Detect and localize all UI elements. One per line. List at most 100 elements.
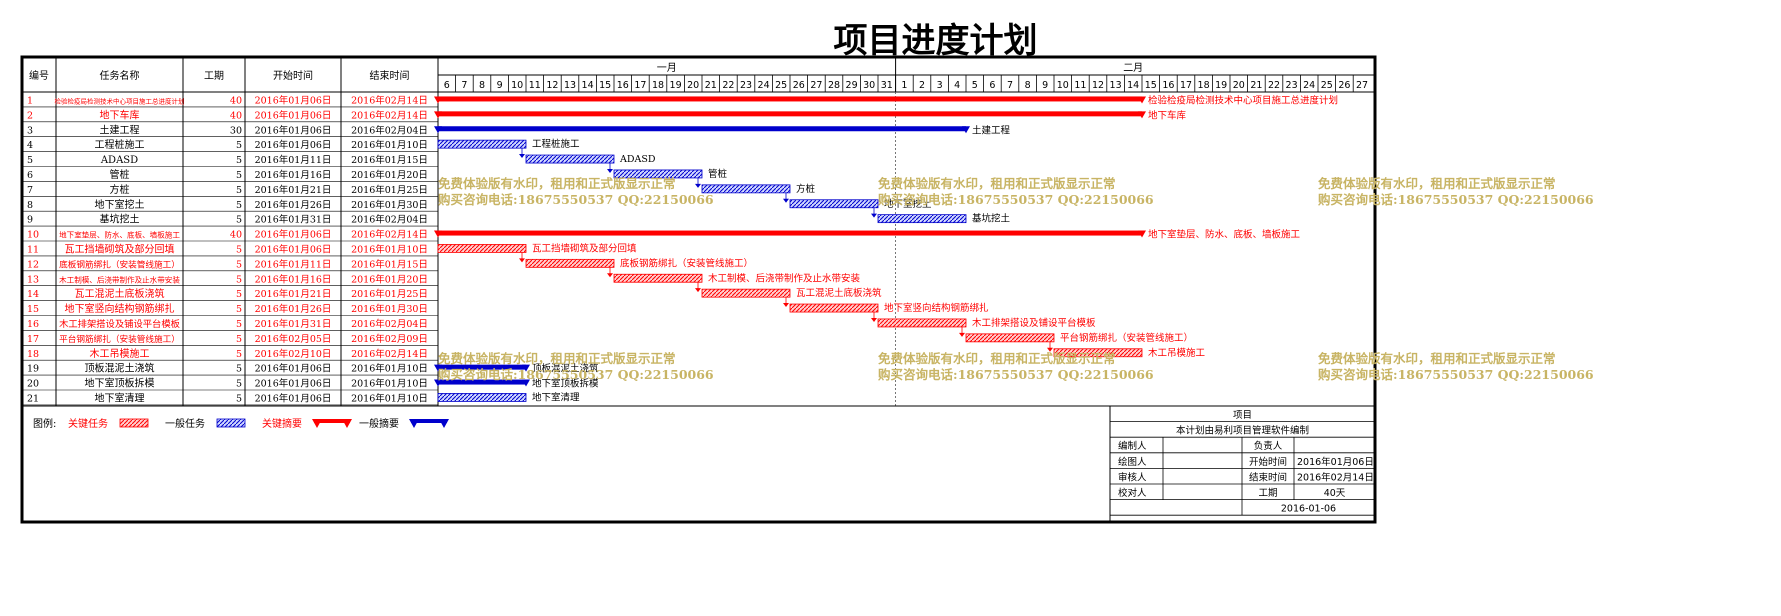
task-end: 2016年02月04日 (351, 214, 428, 226)
day-label: 25 (775, 80, 787, 91)
day-label: 2 (919, 80, 925, 91)
dependency-arrow (519, 258, 525, 263)
task-name: 瓦工挡墙砌筑及部分回填 (65, 242, 175, 255)
day-label: 12 (1092, 80, 1104, 91)
task-id: 21 (27, 393, 39, 404)
task-start: 2016年01月06日 (255, 94, 332, 106)
day-label: 6 (989, 80, 995, 91)
task-name: ADASD (100, 155, 138, 166)
task-bar (613, 169, 703, 179)
task-start: 2016年01月06日 (255, 378, 332, 390)
day-label: 28 (828, 80, 840, 91)
legend-swatch (314, 419, 350, 423)
bar-label: 平台钢筋绑扎（安装管线施工） (1060, 332, 1193, 344)
legend-swatch-cap (312, 419, 322, 428)
task-start: 2016年01月06日 (255, 229, 332, 241)
day-label: 7 (1007, 80, 1013, 91)
task-end: 2016年01月25日 (351, 184, 428, 196)
dependency-arrow (871, 317, 877, 322)
task-end: 2016年01月25日 (351, 288, 428, 300)
summary-bar (438, 364, 526, 370)
summary-cap-right (522, 379, 530, 387)
task-duration: 5 (236, 289, 242, 300)
day-label: 29 (846, 80, 858, 91)
day-label: 30 (863, 80, 875, 91)
day-label: 16 (1162, 80, 1174, 91)
info-end-value: 2016年02月14日 (1297, 471, 1374, 483)
task-start: 2016年01月31日 (255, 318, 332, 330)
task-end: 2016年01月20日 (351, 273, 428, 285)
summary-cap-right (522, 364, 530, 372)
task-name: 地下车库 (100, 108, 140, 121)
header-name: 任务名称 (100, 69, 140, 82)
info-editor-label: 编制人 (1118, 440, 1147, 452)
bar-label: 土建工程 (972, 124, 1011, 136)
task-id: 7 (27, 185, 33, 196)
bar-label: 地下室挖土 (884, 198, 932, 210)
task-id: 19 (27, 364, 39, 375)
day-label: 23 (740, 80, 752, 91)
dependency-arrow (695, 183, 701, 188)
bar-label: 顶板混泥土浇筑 (532, 363, 599, 375)
day-label: 19 (1215, 80, 1227, 91)
legend-swatch-cap (439, 419, 449, 428)
bar-label: 地下室竖向结构钢筋绑扎 (884, 302, 989, 314)
bar-label: 地下车库 (1148, 109, 1187, 121)
info-end-label: 结束时间 (1249, 471, 1287, 483)
task-bar (701, 288, 791, 298)
summary-cap-right (962, 126, 970, 134)
watermark-line2: 购买咨询电话:18675550537 QQ:22150066 (878, 367, 1154, 382)
day-label: 11 (1074, 80, 1086, 91)
dependency-arrow (607, 168, 613, 173)
task-duration: 5 (236, 215, 242, 226)
day-label: 4 (954, 80, 960, 91)
day-label: 11 (529, 80, 541, 91)
task-duration: 5 (236, 379, 242, 390)
task-bar (701, 184, 791, 194)
day-label: 16 (617, 80, 629, 91)
day-label: 17 (1180, 80, 1192, 91)
task-start: 2016年01月06日 (255, 139, 332, 151)
task-id: 4 (27, 140, 33, 151)
day-label: 5 (972, 80, 978, 91)
task-end: 2016年01月30日 (351, 199, 428, 211)
task-duration: 5 (236, 170, 242, 181)
day-label: 21 (1250, 80, 1262, 91)
dependency-arrow (607, 273, 613, 278)
task-start: 2016年01月16日 (255, 273, 332, 285)
watermark-line2: 购买咨询电话:18675550537 QQ:22150066 (1318, 367, 1594, 382)
task-duration: 5 (236, 140, 242, 151)
day-label: 8 (479, 80, 485, 91)
info-start-value: 2016年01月06日 (1297, 456, 1374, 468)
day-label: 7 (461, 80, 467, 91)
task-id: 15 (27, 304, 39, 315)
day-label: 31 (881, 80, 893, 91)
task-name: 工程桩施工 (95, 138, 145, 151)
task-end: 2016年01月10日 (351, 363, 428, 375)
day-label: 21 (705, 80, 717, 91)
task-bar (877, 318, 967, 328)
dependency-arrow (695, 288, 701, 293)
task-name: 基坑挖土 (100, 213, 140, 226)
legend-swatch-cap (409, 419, 419, 428)
summary-bar (438, 230, 1142, 236)
task-name: 瓦工混泥土底板浇筑 (75, 287, 165, 300)
task-id: 6 (27, 170, 33, 181)
day-label: 3 (937, 80, 943, 91)
info-date: 2016-01-06 (1281, 504, 1336, 515)
info-reviewer-label: 审核人 (1118, 471, 1147, 483)
day-label: 6 (444, 80, 450, 91)
task-id: 1 (27, 95, 33, 106)
bar-label: 方桩 (796, 183, 816, 195)
task-start: 2016年01月11日 (255, 154, 332, 166)
task-end: 2016年02月14日 (351, 348, 428, 360)
task-id: 13 (27, 274, 39, 285)
task-end: 2016年01月20日 (351, 169, 428, 181)
header-start: 开始时间 (273, 69, 313, 82)
legend-swatch-cap (342, 419, 352, 428)
task-duration: 5 (236, 319, 242, 330)
watermark-line1: 免费体验版有水印，租用和正式版显示正常 (1318, 176, 1556, 191)
task-id: 3 (27, 125, 33, 136)
bar-label: ADASD (619, 154, 656, 165)
task-name: 底板钢筋绑扎（安装管线施工） (59, 258, 180, 270)
